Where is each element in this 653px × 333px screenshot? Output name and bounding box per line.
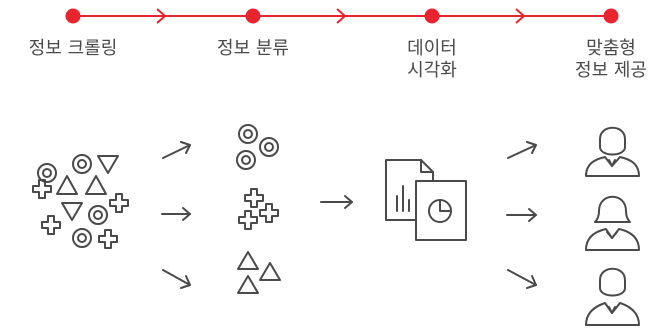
arrow-up-right-icon xyxy=(162,141,191,159)
step-2-label-line-1: 정보 분류 xyxy=(217,38,289,59)
triangles-group-icon xyxy=(237,251,281,294)
arrow-right-icon xyxy=(506,208,537,222)
step-2-label: 정보 분류 xyxy=(217,38,289,60)
arrow-down-right-icon xyxy=(162,269,191,289)
timeline-chevron-3 xyxy=(515,8,526,24)
split-arrows xyxy=(161,141,191,289)
fan-out-arrows xyxy=(506,141,537,289)
arrow-right-icon xyxy=(320,195,353,209)
timeline-node-1 xyxy=(65,8,81,24)
step-4-label-line-2: 정보 제공 xyxy=(575,60,647,81)
arrow-down-right-icon xyxy=(507,269,537,289)
user-male-icon xyxy=(585,267,640,326)
mixed-shapes-cluster-icon xyxy=(32,154,129,249)
step-4-label-line-1: 맞춤형 xyxy=(586,38,636,59)
timeline-node-3 xyxy=(424,8,440,24)
step-1-label: 정보 크롤링 xyxy=(29,38,118,60)
timeline-chevron-1 xyxy=(156,8,167,24)
step-4-label: 맞춤형 정보 제공 xyxy=(575,38,647,82)
user-female-icon xyxy=(585,195,640,251)
circles-group-icon xyxy=(236,124,279,170)
timeline-node-2 xyxy=(245,8,261,24)
step-3-label-line-1: 데이터 xyxy=(407,38,457,59)
timeline-chevron-2 xyxy=(336,8,347,24)
documents-charts-icon xyxy=(385,159,467,241)
arrow-up-right-icon xyxy=(507,141,537,159)
user-male-icon xyxy=(585,126,640,177)
step-3-label-line-2: 시각화 xyxy=(407,60,457,81)
timeline-node-4 xyxy=(603,8,619,24)
step-1-label-line-1: 정보 크롤링 xyxy=(28,38,118,59)
crosses-group-icon xyxy=(238,188,279,230)
step-3-label: 데이터 시각화 xyxy=(407,38,457,82)
timeline xyxy=(65,8,619,24)
arrow-right-icon xyxy=(161,207,191,221)
